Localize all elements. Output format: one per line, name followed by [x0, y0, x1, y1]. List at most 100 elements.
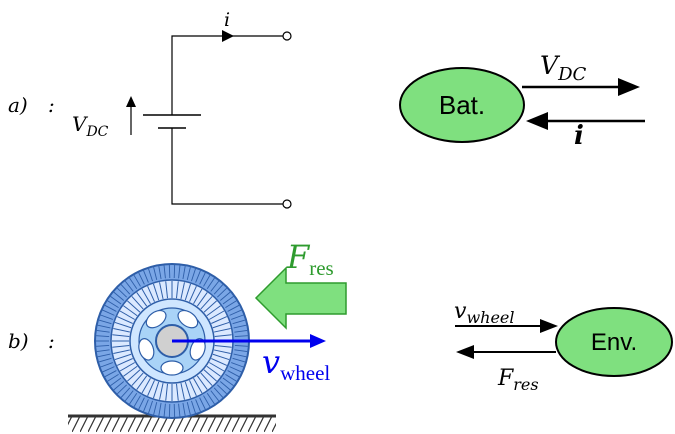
environment-block	[555, 307, 673, 377]
rib-line	[141, 377, 151, 394]
input-i-label: i	[574, 121, 584, 151]
rib-line	[136, 375, 148, 390]
rib-line	[114, 353, 132, 361]
rib-line	[113, 328, 131, 333]
rib-line	[189, 285, 197, 302]
tread-line	[225, 300, 237, 308]
tread-line	[96, 344, 110, 347]
tread-line	[148, 400, 153, 414]
tread-line	[227, 304, 240, 312]
tread-line	[153, 402, 158, 415]
rib-line	[165, 281, 169, 299]
tread-line	[199, 272, 206, 285]
tread-line	[107, 300, 119, 308]
vwheel-input-arrowhead	[540, 319, 558, 333]
rib-line	[127, 369, 141, 382]
tread-line	[233, 353, 247, 358]
tread-line	[229, 309, 242, 316]
part-a: a) : i VDC Bat. VDC i	[8, 9, 645, 209]
tread-line	[219, 291, 231, 301]
tread-line	[219, 381, 231, 391]
tread-line	[195, 399, 201, 412]
tread-line	[231, 362, 244, 368]
rib-line	[212, 353, 230, 361]
tread-line	[96, 335, 110, 338]
tread-line	[191, 400, 196, 414]
rib-line	[208, 310, 225, 320]
rib-line	[206, 305, 221, 317]
tread-line	[143, 270, 149, 283]
tread-line	[113, 291, 125, 301]
tread-line	[113, 381, 125, 391]
tread-line	[133, 274, 141, 287]
tread-line	[222, 295, 234, 305]
part-a-colon: :	[48, 93, 55, 117]
part-a-label: a)	[8, 93, 28, 117]
rib-line	[147, 380, 155, 397]
wheel-ribs	[112, 281, 232, 401]
rib-line	[206, 365, 221, 377]
rib-line	[180, 282, 185, 300]
tread-line	[153, 267, 158, 280]
tread-line	[110, 295, 122, 305]
tread-line	[102, 309, 115, 316]
tread-line	[232, 319, 246, 325]
tread-line	[229, 366, 242, 373]
tread-line	[210, 390, 220, 402]
tread-line	[217, 287, 227, 298]
rib-line	[112, 344, 130, 348]
rib-line	[196, 292, 208, 307]
tread-line	[227, 370, 240, 378]
tread-line	[234, 349, 248, 353]
tread-line	[225, 374, 237, 382]
rim-cutout	[160, 360, 184, 376]
fres-force-arrow	[254, 266, 347, 330]
fres-output-arrowhead	[456, 345, 474, 359]
tread-line	[234, 329, 248, 333]
tread-line	[100, 314, 113, 320]
rib-line	[123, 365, 138, 377]
tread-line	[102, 366, 115, 373]
terminal-bottom	[282, 199, 292, 209]
rib-line	[131, 296, 144, 310]
tread-line	[213, 284, 224, 295]
tread-line	[97, 353, 111, 358]
tread-line	[206, 392, 215, 405]
current-label: i	[224, 9, 230, 31]
ground-hatching	[68, 416, 276, 432]
terminal-top	[282, 31, 292, 41]
rib-line	[193, 288, 203, 305]
rib-line	[127, 300, 141, 313]
current-arrowhead	[222, 30, 234, 42]
tread-line	[178, 403, 181, 417]
tread-line	[143, 399, 149, 412]
rib-line	[208, 362, 225, 372]
rib-line	[212, 321, 230, 329]
vwheel-arrowhead	[310, 334, 326, 348]
fres-label: Fres	[286, 238, 334, 280]
tread-line	[110, 377, 122, 387]
rib-line	[203, 300, 217, 313]
tread-line	[234, 344, 248, 347]
tread-line	[158, 266, 162, 280]
wheel-spokes	[138, 309, 206, 376]
rib-line	[152, 381, 160, 399]
battery-circuit	[143, 31, 292, 209]
tread-line	[195, 270, 201, 283]
rib-line	[184, 283, 192, 301]
tread-line	[129, 277, 138, 290]
rib-line	[113, 349, 131, 354]
tread-line	[138, 272, 145, 285]
rib-line	[180, 382, 185, 400]
tread-line	[203, 395, 211, 408]
tread-line	[234, 335, 248, 338]
voltage-label: VDC	[72, 112, 109, 140]
circuit-bottom-wire	[171, 128, 283, 205]
rib-line	[214, 344, 232, 348]
rim-cutout	[177, 309, 199, 329]
rib-line	[211, 358, 228, 366]
rib-line	[200, 296, 213, 310]
tread-line	[120, 387, 131, 398]
rib-line	[152, 283, 160, 301]
rib-line	[116, 358, 133, 366]
